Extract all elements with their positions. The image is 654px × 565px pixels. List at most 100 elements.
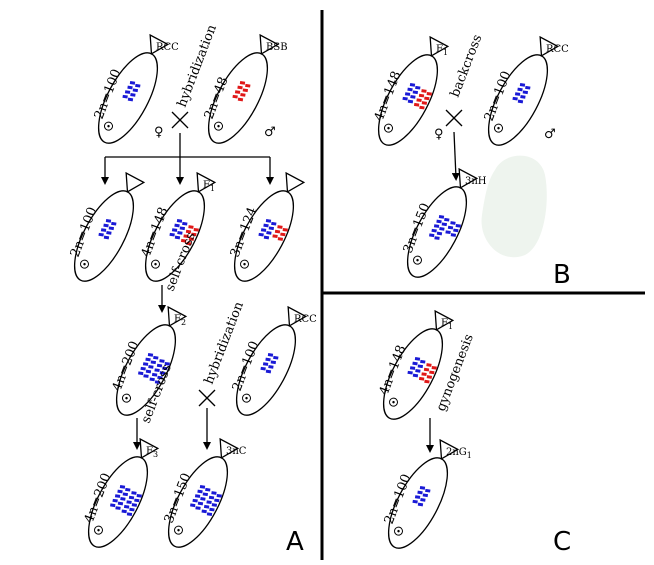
fish-tail [219, 437, 240, 459]
chromosome-blue [265, 369, 272, 374]
fish-tail [167, 305, 188, 327]
chromosome-blue [414, 495, 421, 499]
chromosome-blue [127, 97, 134, 102]
fish-pupil [416, 258, 419, 262]
chromosome-blue [262, 362, 269, 366]
sex-symbol: ♂ [544, 127, 556, 142]
chromosome-blue [422, 493, 429, 498]
chromosome-blue [420, 498, 426, 502]
chromosome-blue [126, 500, 132, 505]
chromosome-blue [124, 90, 131, 94]
chromosome-blue [412, 373, 419, 378]
chromosome-blue [154, 368, 160, 373]
chromosome-blue [123, 504, 130, 509]
fish-pupil [107, 124, 110, 128]
chromosome-blue [108, 226, 115, 231]
chromosome-blue [145, 357, 151, 362]
chromosome-blue [268, 226, 275, 231]
chromosome-blue [154, 380, 161, 385]
chromosome-set [260, 353, 279, 374]
chromosome-red [423, 367, 430, 372]
fish-pupil [497, 126, 500, 130]
chromosome-red [421, 372, 427, 377]
chromosome-blue [265, 219, 272, 223]
fish-tail [287, 305, 308, 327]
chromosome-blue [420, 359, 426, 364]
chromosome-blue [127, 85, 133, 90]
fish-tag: 3nH [465, 176, 487, 187]
chromosome-blue [267, 353, 274, 357]
chromosome-blue [153, 355, 159, 360]
chromosome-blue [164, 361, 170, 366]
chromosome-blue [417, 502, 424, 507]
chromosome-blue [128, 495, 135, 500]
chromosome-blue [517, 87, 523, 92]
chromosome-blue [434, 236, 440, 240]
fish-tag-sub: 1 [210, 184, 215, 193]
chromosome-blue [206, 500, 212, 505]
chromosome-blue [132, 88, 139, 93]
fish-tag: RCC [156, 42, 179, 53]
fish-pupil [97, 528, 100, 532]
chromosome-blue [517, 99, 524, 104]
chromosome-blue [192, 498, 198, 503]
chromosome-red [193, 227, 199, 232]
chromosome-blue [415, 369, 421, 373]
chromosome-red [234, 90, 241, 94]
chromosome-set [412, 486, 431, 507]
chromosome-blue [148, 365, 154, 369]
fish-pupil [387, 126, 390, 130]
chromosome-blue [200, 497, 206, 501]
chromosome-red [280, 232, 286, 237]
chromosome-red [419, 105, 425, 110]
chromosome-blue [263, 235, 270, 240]
chromosome-blue [190, 503, 196, 508]
chromosome-blue [129, 507, 135, 512]
chromosome-red [239, 81, 246, 85]
chromosome-blue [429, 233, 435, 238]
fish-tag-sub: 3 [153, 450, 158, 459]
chromosome-set [169, 219, 199, 246]
fish-pupil [154, 262, 157, 266]
chromosome-blue [450, 221, 456, 225]
chromosome-set [232, 81, 251, 102]
chromosome-blue [265, 357, 271, 362]
chromosome-set [110, 485, 142, 517]
chromosome-blue [182, 221, 188, 226]
chromosome-blue [438, 215, 445, 219]
chromosome-blue [436, 231, 443, 236]
chromosome-blue [407, 87, 413, 92]
chromosome-blue [206, 512, 213, 517]
chromosome-blue [150, 360, 157, 365]
fish-pupil [177, 528, 180, 532]
fish-tag: 2nG1 [446, 447, 472, 460]
cross-mark-a1 [171, 111, 189, 129]
chromosome-blue [409, 366, 416, 370]
chromosome-blue [412, 499, 418, 504]
chromosome-blue [270, 360, 277, 365]
chromosome-blue [169, 232, 175, 237]
chromosome-blue [522, 90, 529, 95]
fish-tail [196, 171, 217, 193]
chromosome-red [418, 376, 425, 381]
chromosome-blue [417, 490, 423, 495]
chromosome-red [188, 225, 194, 229]
chromosome-blue [439, 227, 445, 231]
chromosome-red [188, 237, 195, 241]
chromosome-blue [209, 507, 215, 512]
chromosome-blue [125, 487, 131, 492]
chromosome-blue [433, 224, 440, 228]
chromosome-blue [412, 90, 419, 95]
fish-tag: RCC [294, 314, 317, 325]
sex-symbol: ♀ [154, 125, 164, 140]
chromosome-blue [208, 495, 215, 500]
chromosome-blue [402, 96, 408, 101]
fish-tag: F1 [203, 180, 215, 193]
chromosome-blue [258, 232, 264, 237]
chromosome-blue [100, 228, 107, 232]
fish-pupil [125, 396, 128, 400]
chromosome-set [402, 83, 432, 110]
chromosome-red [424, 379, 430, 384]
